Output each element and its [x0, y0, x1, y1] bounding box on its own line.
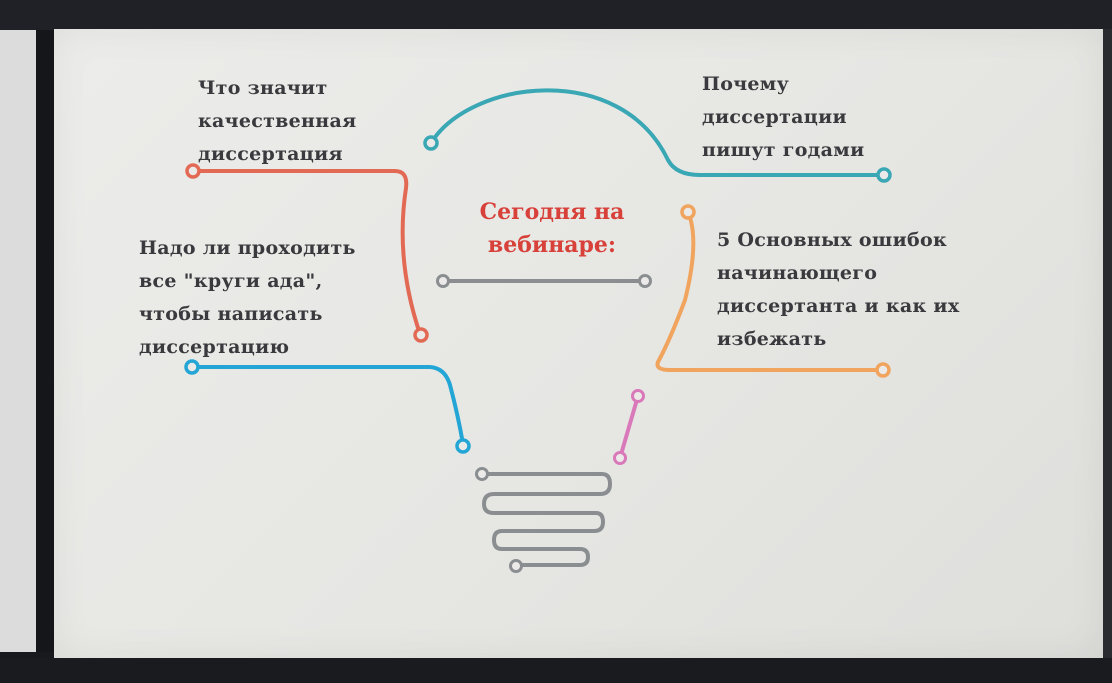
topic-middle-right: 5 Основных ошибок начинающего диссертант…	[717, 229, 960, 350]
gray-center-start-dot	[436, 274, 450, 288]
teal-connector-start-dot	[423, 135, 439, 151]
bulb-base-start-dot	[475, 467, 489, 481]
screen-bezel-gap	[36, 30, 54, 652]
presentation-slide	[54, 29, 1103, 658]
pink-connector-end-dot	[613, 451, 627, 465]
adjacent-screen-edge	[0, 30, 36, 652]
bulb-base-coil	[480, 472, 612, 567]
coral-connector-end-dot	[413, 327, 429, 343]
coral-connector-start-dot	[185, 163, 201, 179]
orange-connector-start-dot	[680, 204, 696, 220]
topic-top-right: Почему диссертации пишут годами	[702, 73, 865, 161]
topic-top-left: Что значит качественная диссертация	[198, 77, 357, 165]
blue-connector-end-dot	[455, 438, 471, 454]
pink-connector-line	[618, 394, 640, 460]
screen-bezel-bottom	[0, 658, 1112, 683]
pink-connector-start-dot	[631, 389, 645, 403]
screen-bezel-right	[1103, 29, 1112, 658]
topic-middle-left: Надо ли проходить все "круги ада", чтобы…	[139, 237, 356, 358]
coral-connector-line	[191, 169, 422, 336]
slide-title: Сегодня на вебинаре:	[479, 199, 625, 258]
orange-connector-line	[655, 210, 885, 372]
blue-connector-start-dot	[184, 359, 200, 375]
bulb-base-end-dot	[509, 559, 523, 573]
blue-connector-line	[190, 365, 465, 446]
teal-connector-end-dot	[876, 167, 892, 183]
gray-center-end-dot	[638, 274, 652, 288]
orange-connector-end-dot	[875, 362, 891, 378]
teal-connector-line	[429, 88, 886, 177]
